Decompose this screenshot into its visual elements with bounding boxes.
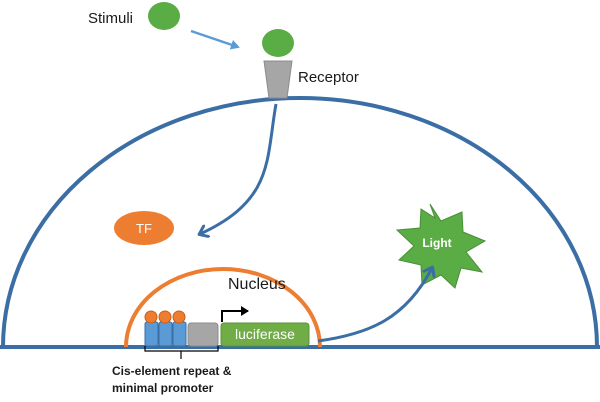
tf-label: TF (136, 221, 152, 236)
stimulus-molecule (148, 2, 180, 30)
light-star (395, 203, 487, 289)
light-arrow (317, 268, 432, 343)
cis-bracket (144, 346, 219, 359)
receptor-label: Receptor (298, 69, 359, 86)
signal-arrow (200, 103, 278, 234)
receptor-shape (263, 60, 293, 99)
luciferase-label: luciferase (235, 326, 295, 342)
luciferase-gene (220, 322, 310, 347)
transcription-start-arrow (221, 306, 249, 322)
cis-element-1 (144, 321, 159, 347)
nucleus-membrane (124, 267, 322, 348)
cis-bound-dot-3 (172, 310, 186, 324)
cis-element-3 (172, 321, 187, 347)
bound-ligand (262, 29, 294, 57)
cis-element-2 (158, 321, 173, 347)
cis-caption-line1: Cis-element repeat & (112, 364, 232, 378)
cis-bound-dot-2 (158, 310, 172, 324)
cell-membrane (1, 96, 599, 348)
stimulus-arrow (190, 29, 240, 50)
cis-bound-dot-1 (144, 310, 158, 324)
nucleus-label: Nucleus (228, 276, 286, 293)
cis-caption-line2: minimal promoter (112, 381, 214, 395)
transcription-factor (114, 211, 174, 245)
light-label: Light (422, 236, 451, 250)
stimuli-label: Stimuli (88, 10, 133, 27)
minimal-promoter (187, 322, 219, 347)
